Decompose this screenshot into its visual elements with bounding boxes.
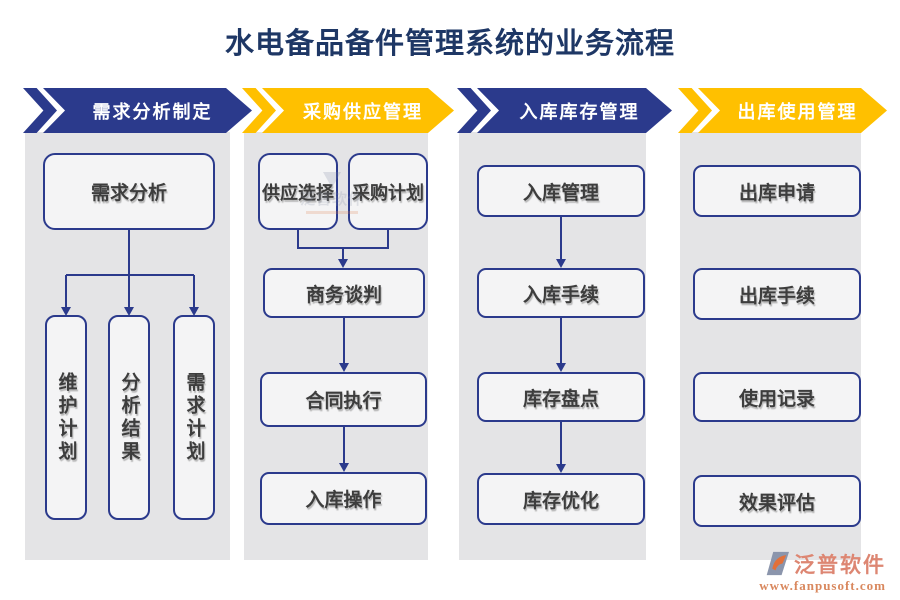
process-box-maintenance-plan: 维护计划 xyxy=(45,315,87,520)
process-box-inbound-management: 入库管理 xyxy=(477,165,645,217)
process-box-contract-execution: 合同执行 xyxy=(260,372,427,427)
process-box-demand-analysis: 需求分析 xyxy=(43,153,215,230)
process-box-inbound-operation: 入库操作 xyxy=(260,472,427,525)
page-title: 水电备品备件管理系统的业务流程 xyxy=(224,28,675,60)
process-box-outbound-procedure: 出库手续 xyxy=(693,268,861,320)
process-box-inventory-optimization: 库存优化 xyxy=(477,473,645,525)
process-box-usage-record: 使用记录 xyxy=(693,372,861,422)
process-box-outbound-request: 出库申请 xyxy=(693,165,861,217)
process-box-effect-evaluation: 效果评估 xyxy=(693,475,861,527)
stage-banner-label: 需求分析制定 xyxy=(43,88,252,133)
process-box-inbound-procedure: 入库手续 xyxy=(477,268,645,318)
fanpu-logo-name: 泛普软件 xyxy=(794,554,886,577)
process-box-supplier-selection: 供应选择 xyxy=(258,153,338,230)
stage-banner-label: 出库使用管理 xyxy=(698,88,887,133)
process-box-purchase-plan: 采购计划 xyxy=(348,153,428,230)
process-box-stocktaking: 库存盘点 xyxy=(477,372,645,422)
fanpu-logo-url: www.fanpusoft.com xyxy=(759,578,886,593)
process-box-business-negotiation: 商务谈判 xyxy=(263,268,425,318)
fanpu-logo: 泛普软件 www.fanpusoft.com xyxy=(759,550,886,594)
process-box-analysis-result: 分析结果 xyxy=(108,315,150,520)
stage-banner-label: 采购供应管理 xyxy=(262,88,454,133)
stage-banner-label: 入库库存管理 xyxy=(477,88,672,133)
fanpu-logo-icon xyxy=(766,551,789,576)
process-box-demand-plan: 需求计划 xyxy=(173,315,215,520)
